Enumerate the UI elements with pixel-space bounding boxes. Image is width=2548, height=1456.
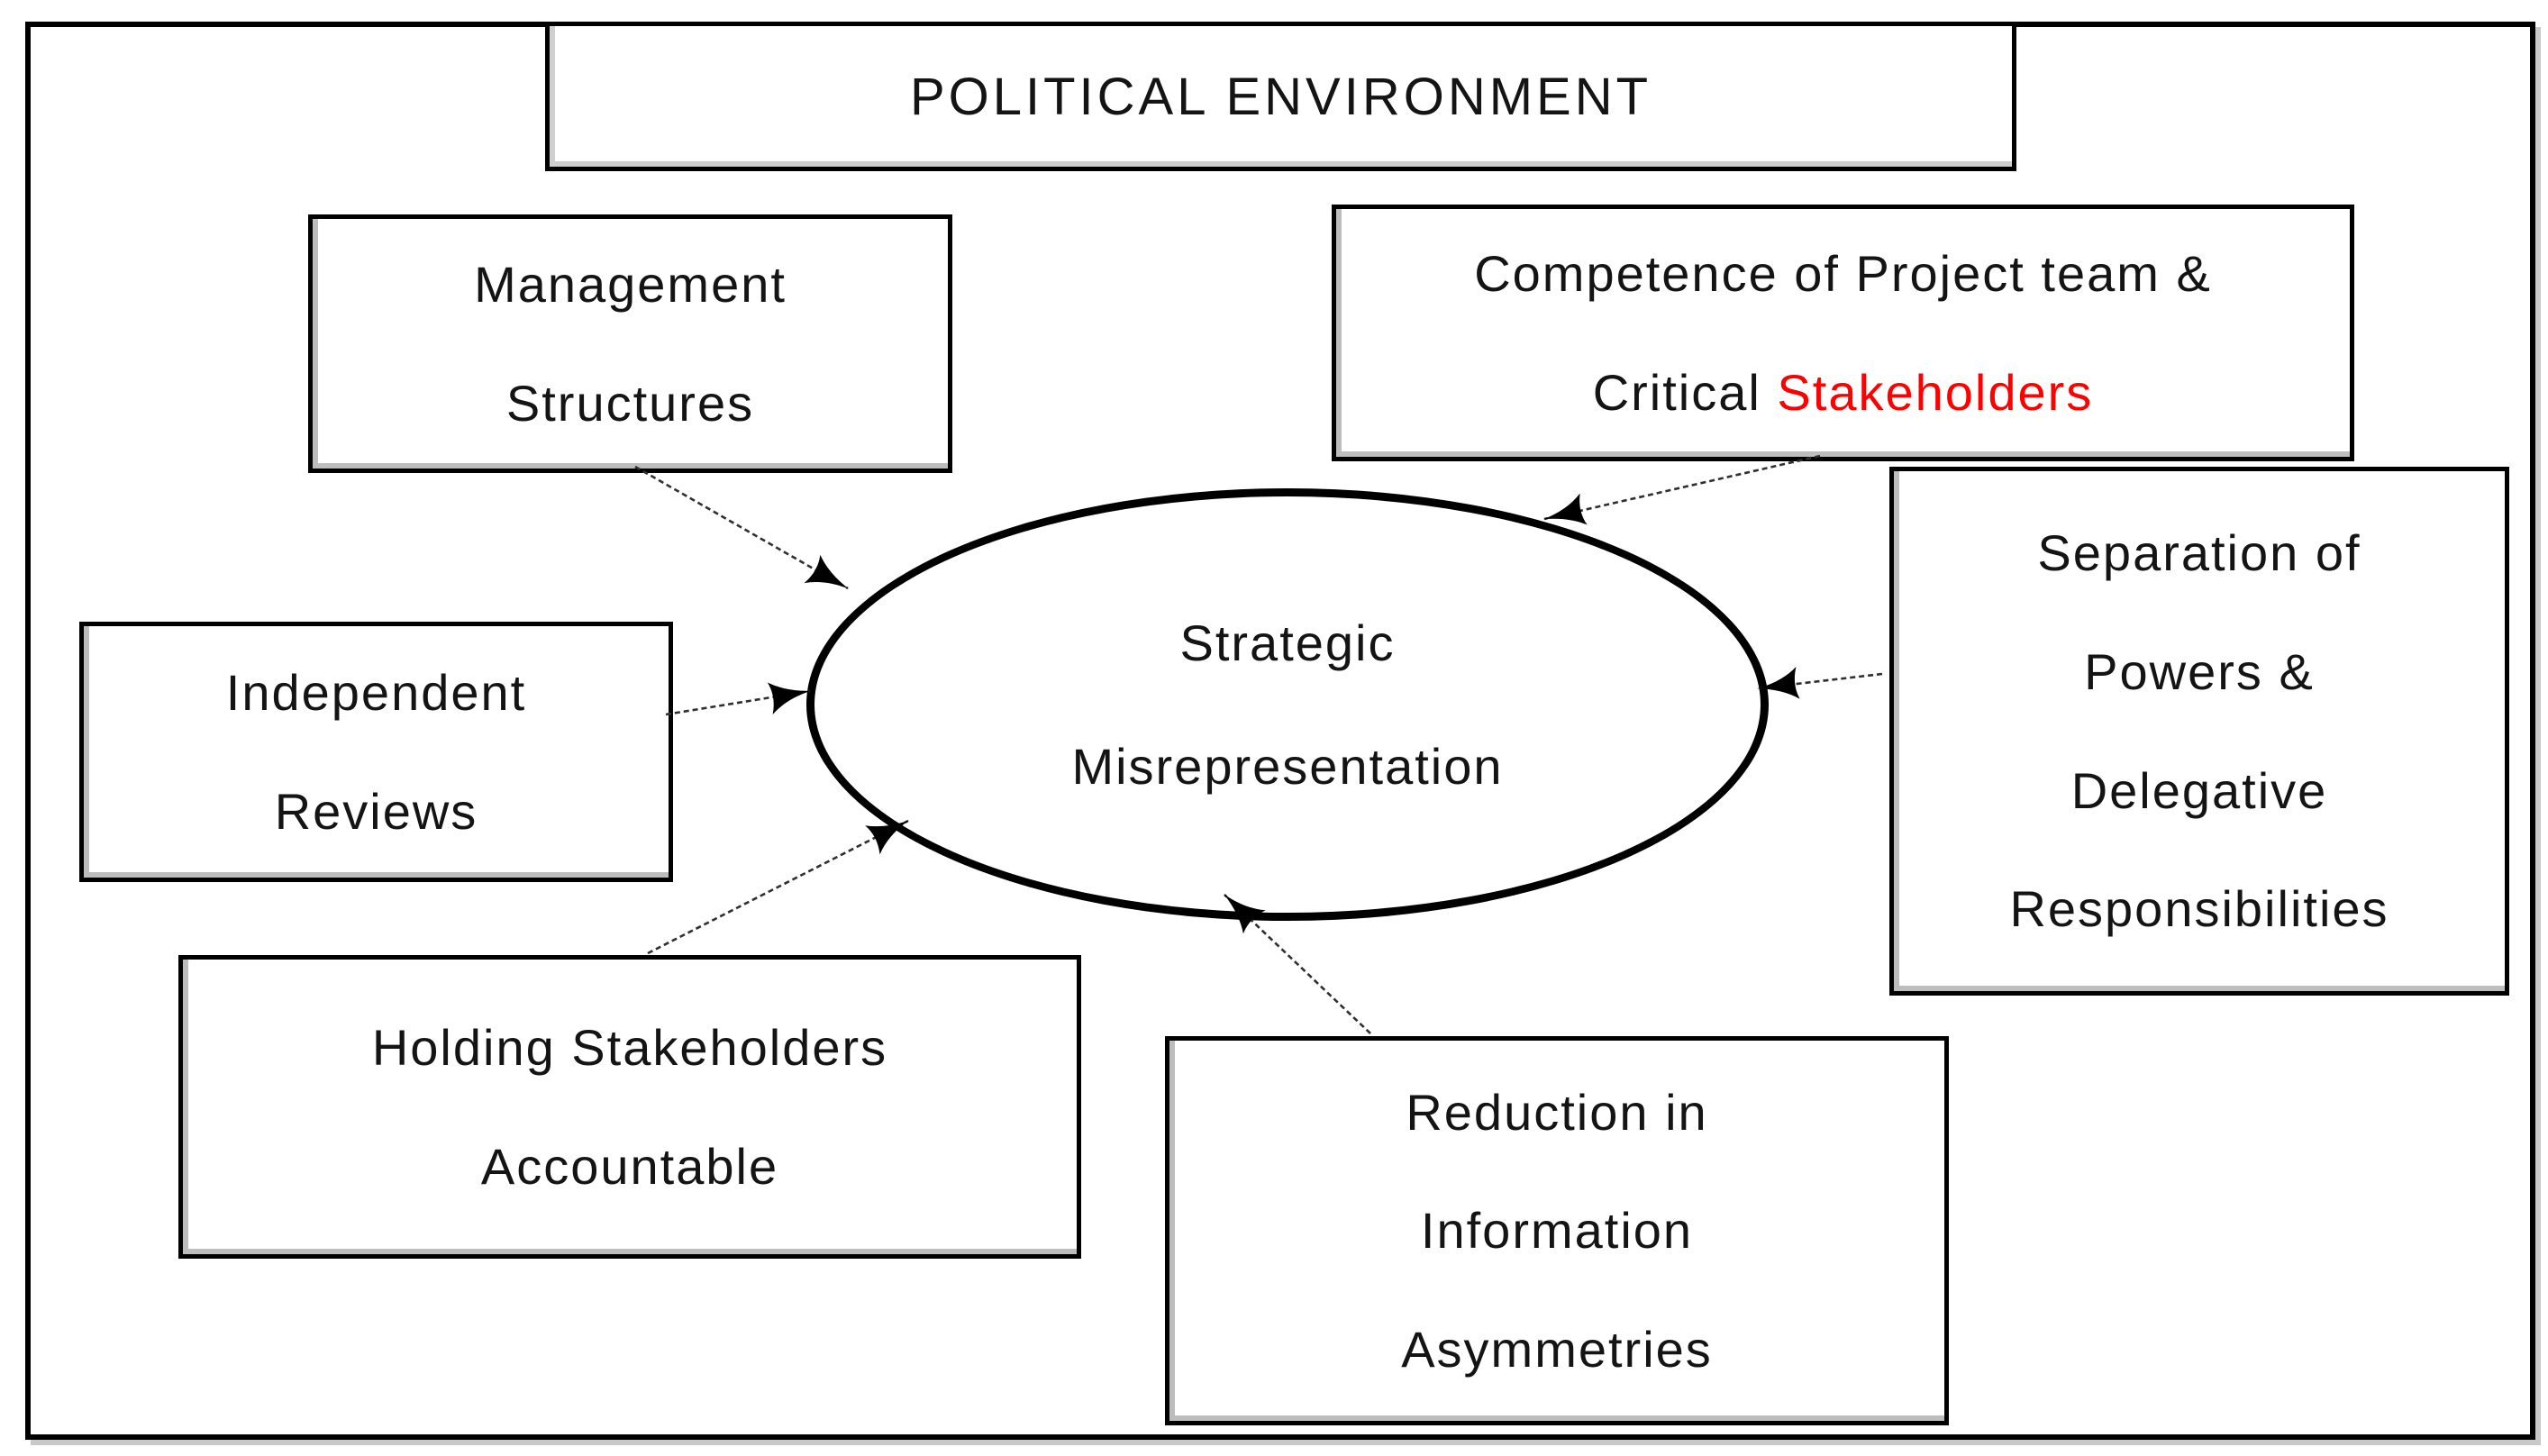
factor-label-line: Critical Stakeholders bbox=[1593, 333, 2094, 452]
center-label-line: Misrepresentation bbox=[1071, 738, 1504, 795]
factor-box-reduction-information-asymmetries: Reduction in Information Asymmetries bbox=[1165, 1036, 1949, 1425]
factor-label-line: Competence of Project team & bbox=[1474, 244, 2212, 302]
factor-label-line: Asymmetries bbox=[1401, 1320, 1713, 1378]
factor-label-line: Holding Stakeholders bbox=[371, 1018, 888, 1076]
title-box: POLITICAL ENVIRONMENT bbox=[545, 22, 2016, 171]
factor-label-highlight: Stakeholders bbox=[1777, 363, 2094, 421]
factor-label-line: Management bbox=[474, 255, 787, 313]
factor-box-management-structures: Management Structures bbox=[308, 214, 952, 473]
factor-label-line: Separation of bbox=[2037, 524, 2361, 582]
factor-label-line: Reduction in bbox=[1406, 1083, 1708, 1141]
factor-label-line: Structures bbox=[505, 374, 755, 432]
factor-label-line: Powers & bbox=[2084, 642, 2315, 700]
factor-label-line: Reviews bbox=[274, 782, 478, 840]
central-ellipse-strategic-misrepresentation: Strategic Misrepresentation bbox=[806, 488, 1769, 921]
factor-box-competence: Competence of Project team & Critical St… bbox=[1332, 205, 2354, 461]
center-label-line: Strategic bbox=[1179, 614, 1396, 671]
factor-box-holding-stakeholders: Holding Stakeholders Accountable bbox=[178, 955, 1081, 1259]
factor-label-line: Independent bbox=[225, 663, 527, 721]
page-title: POLITICAL ENVIRONMENT bbox=[909, 67, 1652, 126]
factor-label-line: Information bbox=[1420, 1202, 1694, 1260]
factor-box-separation-of-powers: Separation of Powers & Delegative Respon… bbox=[1889, 467, 2509, 996]
factor-label-line: Accountable bbox=[480, 1137, 779, 1195]
factor-label-fragment: Critical bbox=[1592, 363, 1778, 421]
factor-box-independent-reviews: Independent Reviews bbox=[79, 622, 673, 882]
factor-label-line: Delegative bbox=[2070, 761, 2328, 819]
factor-label-line: Responsibilities bbox=[2009, 880, 2389, 938]
